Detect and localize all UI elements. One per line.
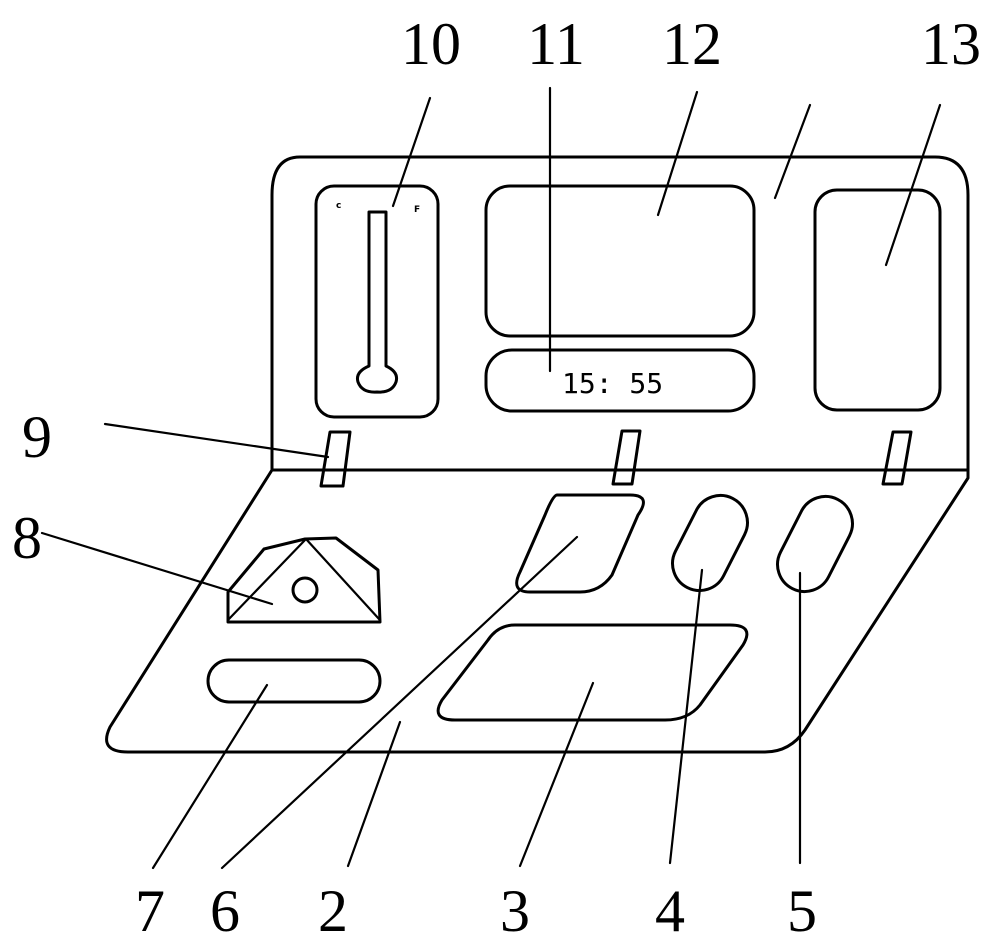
large-pad — [436, 623, 749, 722]
display-screen — [484, 184, 756, 338]
label-4: 4 — [655, 878, 685, 942]
label-2: 2 — [318, 878, 348, 942]
label-11: 11 — [527, 11, 585, 77]
label-6: 6 — [210, 878, 240, 942]
leader-line-back-panel — [773, 103, 812, 200]
base-plate — [105, 468, 970, 754]
label-7: 7 — [135, 878, 165, 942]
label-3: 3 — [500, 878, 530, 942]
label-12: 12 — [662, 11, 722, 77]
thermometer-tube — [356, 210, 398, 394]
label-8: 8 — [12, 505, 42, 571]
clock-time: 15: 55 — [562, 367, 663, 400]
thermometer-window — [314, 184, 440, 419]
dome-facet-line-right — [304, 537, 381, 621]
pill-button-5 — [776, 495, 854, 593]
pad-square — [515, 493, 645, 594]
thermometer-celsius-mark: c — [336, 201, 341, 211]
leader-line-4 — [668, 568, 704, 865]
hinge-middle — [611, 429, 642, 486]
right-window — [813, 188, 942, 412]
label-9: 9 — [22, 404, 52, 470]
hinge-left — [319, 430, 352, 488]
leader-line-3 — [518, 681, 595, 868]
label-10: 10 — [401, 11, 461, 77]
label-13: 13 — [921, 11, 981, 77]
slot-bar — [206, 658, 382, 704]
leader-line-10 — [391, 96, 432, 208]
clock-display — [484, 348, 756, 413]
dome-facet-line-left — [226, 537, 308, 622]
leader-line-9 — [103, 422, 330, 459]
dome-button — [226, 536, 382, 624]
thermometer-fahrenheit-mark: F — [414, 205, 420, 215]
pill-button-4 — [671, 494, 749, 592]
back-panel — [270, 155, 970, 472]
leader-line-12 — [656, 90, 699, 217]
leader-line-2 — [346, 720, 402, 868]
leader-line-13 — [884, 103, 942, 267]
hinge-right — [881, 430, 913, 486]
leader-line-6 — [220, 535, 579, 870]
dome-button-center — [291, 576, 319, 604]
label-5: 5 — [787, 878, 817, 942]
leader-line-8 — [40, 531, 274, 606]
leader-line-7 — [151, 683, 269, 870]
